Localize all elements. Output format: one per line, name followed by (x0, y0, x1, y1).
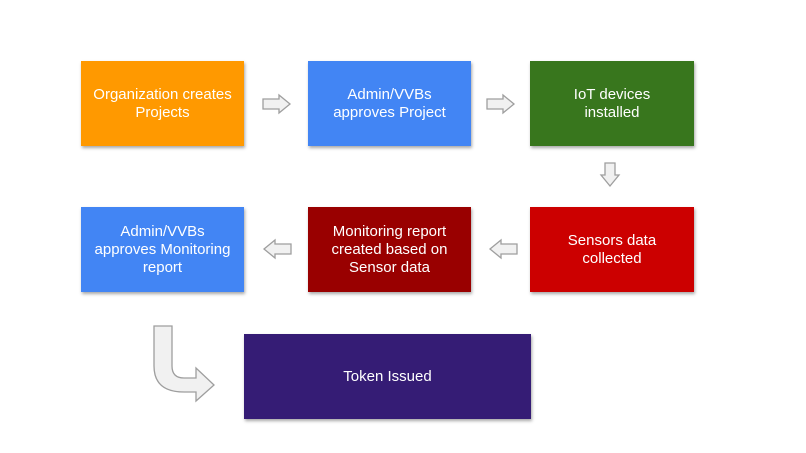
step-label: Admin/VVBs approves Project (333, 85, 446, 121)
step-sensors-data-collected: Sensors data collected (530, 207, 694, 292)
step-iot-devices-installed: IoT devices installed (530, 61, 694, 146)
step-admin-approves-project: Admin/VVBs approves Project (308, 61, 471, 146)
step-label: Sensors data collected (567, 231, 657, 267)
step-label: Organization creates Projects (93, 85, 232, 121)
step-token-issued: Token Issued (244, 334, 531, 419)
step-label: Admin/VVBs approves Monitoring report (94, 222, 231, 276)
step-monitoring-report-created: Monitoring report created based on Senso… (308, 207, 471, 292)
arrow-down-icon (599, 162, 621, 188)
arrow-right-icon (262, 93, 292, 115)
step-label: IoT devices installed (573, 85, 651, 121)
step-label: Monitoring report created based on Senso… (331, 222, 448, 276)
arrow-right-icon (486, 93, 516, 115)
bent-arrow-icon (153, 325, 215, 403)
step-organization-creates-projects: Organization creates Projects (81, 61, 244, 146)
step-label: Token Issued (343, 367, 432, 385)
arrow-left-icon (488, 238, 518, 260)
step-admin-approves-monitoring-report: Admin/VVBs approves Monitoring report (81, 207, 244, 292)
arrow-left-icon (262, 238, 292, 260)
